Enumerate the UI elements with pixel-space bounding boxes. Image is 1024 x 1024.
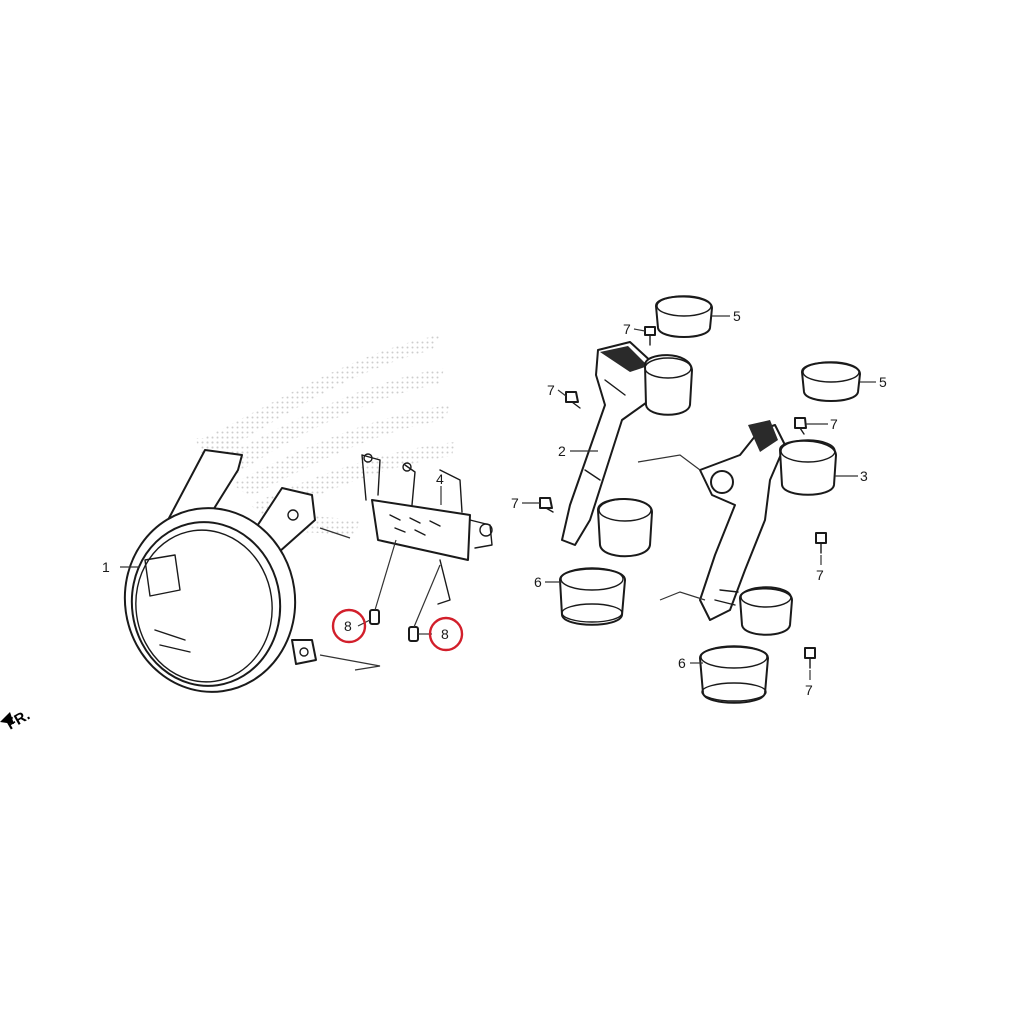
callout-7b: 7 <box>547 382 555 398</box>
callout-7f: 7 <box>805 682 813 698</box>
wing-logo-watermark <box>195 335 455 535</box>
part-7-screw-a <box>644 326 656 346</box>
part-7-screw-d <box>794 417 807 435</box>
part-2-fork-holder-left <box>561 341 693 558</box>
callout-6b: 6 <box>678 655 686 671</box>
callout-3: 3 <box>860 468 868 484</box>
part-5-rubber-b <box>801 361 861 402</box>
part-7-screw-c <box>539 497 554 513</box>
callout-8a: 8 <box>344 618 352 634</box>
callout-7e: 7 <box>816 567 824 583</box>
part-8-bolt-b <box>408 564 441 642</box>
part-4-bracket <box>361 453 493 605</box>
part-7-screw-e <box>815 532 827 554</box>
callout-8b: 8 <box>441 626 449 642</box>
highlight-circle-8a <box>331 608 367 644</box>
callout-7d: 7 <box>830 416 838 432</box>
callout-1: 1 <box>102 559 110 575</box>
callout-2: 2 <box>558 443 566 459</box>
callout-7c: 7 <box>511 495 519 511</box>
part-6-rubber-b <box>699 645 769 704</box>
part-6-rubber-a <box>559 567 626 626</box>
part-7-screw-f <box>804 647 816 669</box>
part-3-fork-holder-right <box>699 420 837 636</box>
part-5-rubber-a <box>655 295 713 338</box>
callout-7a: 7 <box>623 321 631 337</box>
front-direction-label: FR. <box>4 707 33 734</box>
callout-5a: 5 <box>733 308 741 324</box>
leader-lines <box>120 315 876 680</box>
callout-5b: 5 <box>879 374 887 390</box>
front-direction-indicator: FR. <box>0 707 33 734</box>
callout-6a: 6 <box>534 574 542 590</box>
part-8-bolt-a <box>369 539 397 625</box>
part-1-headlight-case <box>123 449 317 693</box>
callout-4: 4 <box>436 471 444 487</box>
highlight-circle-8b <box>428 616 464 652</box>
callout-labels: 1 2 3 4 5 5 6 6 7 7 7 7 7 7 8 8 <box>102 308 887 698</box>
part-7-screw-b <box>565 391 581 409</box>
